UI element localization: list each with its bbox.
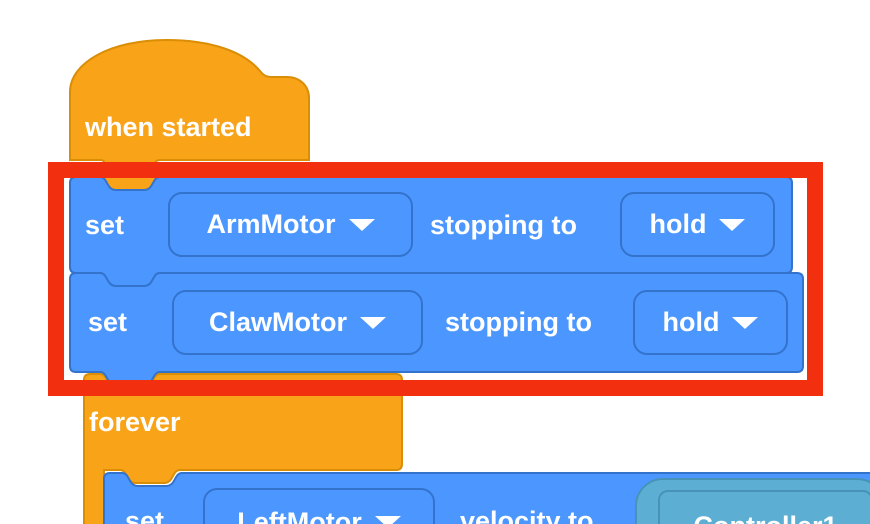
row1-stopping-to-label: stopping to: [430, 177, 577, 273]
forever-label-text: forever: [89, 406, 181, 437]
row1-set-text: set: [85, 209, 125, 240]
row3-velocity-to-text: velocity to: [460, 505, 594, 524]
caret-down-icon: [360, 316, 386, 329]
controller1-reporter-block[interactable]: [635, 478, 870, 524]
row2-stopping-to-text: stopping to: [445, 307, 592, 337]
controller1-dropdown[interactable]: Controller1: [658, 490, 870, 524]
leftmotor-dropdown-value: LeftMotor: [237, 506, 362, 524]
set-clawmotor-stopping-block[interactable]: [69, 272, 804, 388]
when-started-label-text: when started: [85, 112, 252, 142]
row1-stopping-to-text: stopping to: [430, 209, 577, 240]
clawmotor-dropdown[interactable]: ClawMotor: [172, 290, 423, 355]
caret-down-icon: [719, 218, 746, 231]
row3-set-label: set: [125, 473, 164, 524]
forever-label: forever: [89, 374, 181, 470]
row1-set-label: set: [85, 177, 124, 273]
row1-hold-dropdown-value: hold: [649, 209, 707, 239]
row1-hold-dropdown[interactable]: hold: [620, 192, 775, 257]
row3-velocity-to-label: velocity to: [460, 473, 594, 524]
caret-down-icon: [374, 516, 401, 524]
row3-set-text: set: [125, 505, 165, 524]
armmotor-dropdown[interactable]: ArmMotor: [168, 192, 413, 257]
caret-down-icon: [348, 218, 375, 231]
caret-down-icon: [732, 316, 759, 329]
controller1-dropdown-value: Controller1: [693, 511, 837, 524]
clawmotor-dropdown-value: ClawMotor: [209, 307, 347, 337]
row2-hold-dropdown-value: hold: [662, 307, 720, 337]
armmotor-dropdown-value: ArmMotor: [206, 209, 336, 239]
row2-set-label: set: [88, 273, 127, 372]
leftmotor-dropdown[interactable]: LeftMotor: [203, 488, 435, 524]
when-started-label: when started: [85, 100, 252, 155]
row2-hold-dropdown[interactable]: hold: [633, 290, 788, 355]
row2-set-text: set: [88, 307, 128, 337]
row2-stopping-to-label: stopping to: [445, 273, 592, 372]
